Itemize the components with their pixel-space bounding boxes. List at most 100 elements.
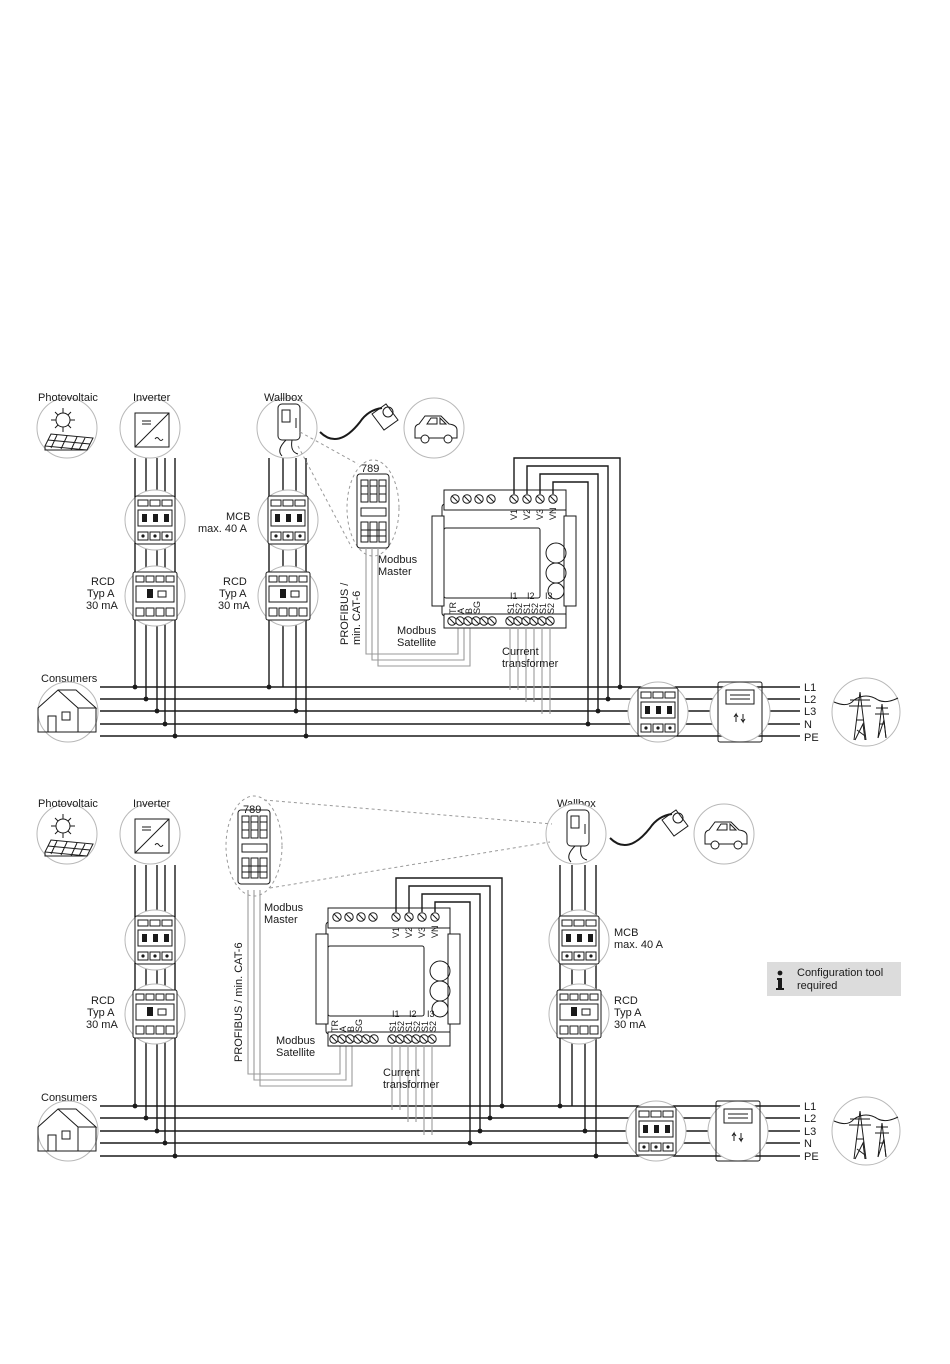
term-i3: I3 — [545, 591, 553, 601]
term-s1-a: S1 — [506, 603, 516, 614]
label-wallbox: Wallbox — [264, 392, 303, 404]
term2-v1: V1 — [391, 927, 401, 938]
term2-tr: TR — [330, 1020, 340, 1032]
label2-rcd-pv-2: Typ A — [87, 1007, 115, 1019]
meter-terminal-labels: V1 V2 V3 VN I1 I2 I3 S1 S2 S1 S2 S1 S2 T… — [448, 507, 558, 614]
charging-cable — [319, 407, 383, 441]
label2-rcd-wb-2: Typ A — [614, 1007, 642, 1019]
term2-s2-c: S2 — [428, 1021, 438, 1032]
bus-lines — [100, 686, 800, 737]
bus2-label-l1: L1 — [804, 1101, 816, 1113]
label2-rcd-pv-1: RCD — [91, 995, 115, 1007]
term-i2: I2 — [527, 591, 535, 601]
term-s2-b: S2 — [530, 603, 540, 614]
term-v3: V3 — [535, 509, 545, 520]
rcd-pv-icon — [132, 571, 178, 621]
bus2-label-pe: PE — [804, 1151, 819, 1163]
bus-lines-2 — [100, 1105, 800, 1157]
bus-line-labels: L1 L2 L3 N PE — [804, 682, 819, 744]
term2-s2-b: S2 — [412, 1021, 422, 1032]
modbus-cable-2 — [247, 890, 353, 1087]
label2-profibus: PROFIBUS / min. CAT-6 — [233, 942, 245, 1062]
rcd-wallbox-icon — [265, 571, 311, 621]
mcb-wallbox-icon-2 — [558, 915, 600, 965]
modbus-master-icon — [356, 473, 390, 549]
main-breaker-icon-2 — [635, 1106, 677, 1156]
label-rcd-pv-2: Typ A — [87, 588, 115, 600]
term2-s2-a: S2 — [396, 1021, 406, 1032]
energy-meter-module-2 — [315, 907, 461, 1047]
label-inverter: Inverter — [133, 392, 171, 404]
label-mcb-2: max. 40 A — [198, 523, 248, 535]
term-i1: I1 — [510, 591, 518, 601]
label2-rcd-pv-3: 30 mA — [86, 1019, 118, 1031]
label-photovoltaic-2: Photovoltaic — [38, 798, 98, 810]
label2-modbus-satellite-1: Modbus — [276, 1035, 316, 1047]
label-mcb-1: MCB — [226, 511, 250, 523]
modbus-cable — [365, 548, 471, 667]
term-sg: SG — [472, 601, 482, 614]
rcd-pv-icon-2 — [132, 989, 178, 1039]
term2-s1-a: S1 — [388, 1021, 398, 1032]
term2-i3: I3 — [427, 1009, 435, 1019]
meter-terminal-labels-2: V1 V2 V3 VN I1 I2 I3 S1 S2 S1 S2 S1 S2 T… — [330, 925, 440, 1032]
energy-meter-module — [431, 489, 577, 629]
grid-meter-circle — [709, 681, 771, 743]
term-tr: TR — [448, 602, 458, 614]
label-ct-1: Current — [502, 646, 539, 658]
info-box-line-1: Configuration tool — [797, 967, 883, 979]
charging-plug-icon-2 — [661, 809, 689, 837]
term-b: B — [464, 608, 474, 614]
label-modbus-satellite-2: Satellite — [397, 637, 436, 649]
grid-meter-circle-2 — [707, 1100, 769, 1162]
voltage-tap-wires-2 — [395, 877, 505, 1146]
rcd-wallbox-icon-2 — [556, 989, 602, 1039]
term-vn: VN — [548, 507, 558, 520]
charging-plug-icon — [371, 403, 399, 431]
term2-vn: VN — [430, 925, 440, 938]
label-rcd-pv-1: RCD — [91, 576, 115, 588]
term2-s1-b: S1 — [404, 1021, 414, 1032]
label-photovoltaic: Photovoltaic — [38, 392, 98, 404]
grid-circle-2 — [831, 1096, 901, 1166]
label2-mcb-1: MCB — [614, 927, 638, 939]
term2-s1-c: S1 — [420, 1021, 430, 1032]
label-rcd-wb-2: Typ A — [219, 588, 247, 600]
label2-rcd-wb-3: 30 mA — [614, 1019, 646, 1031]
modbus-master-zoom — [346, 459, 400, 557]
ct-wires-2 — [391, 1045, 433, 1135]
car-circle — [403, 397, 465, 459]
term2-v2: V2 — [404, 927, 414, 938]
diagram-2: L1 L2 L3 N PE — [36, 795, 901, 1166]
inverter-circle-2 — [119, 803, 181, 865]
label2-ct-1: Current — [383, 1067, 420, 1079]
term2-i1: I1 — [392, 1009, 400, 1019]
term-s2-c: S2 — [546, 603, 556, 614]
info-box: Configuration tool required — [767, 962, 901, 996]
bus-label-l3: L3 — [804, 706, 816, 718]
label-modbus-satellite-1: Modbus — [397, 625, 437, 637]
mcb-pv-icon — [134, 495, 176, 545]
wallbox-circle — [256, 397, 318, 459]
modbus-master-icon-2 — [237, 809, 271, 885]
mcb-pv-icon-2 — [134, 915, 176, 965]
label2-terminal-number: 789 — [243, 804, 261, 816]
label-inverter-2: Inverter — [133, 798, 171, 810]
bus-label-l1: L1 — [804, 682, 816, 694]
label-rcd-wb-3: 30 mA — [218, 600, 250, 612]
bus-label-l2: L2 — [804, 694, 816, 706]
info-box-line-2: required — [797, 980, 837, 992]
mcb-wallbox-icon — [267, 495, 309, 545]
inverter-circle — [119, 397, 181, 459]
label2-modbus-master-2: Master — [264, 914, 298, 926]
car-circle-2 — [693, 803, 755, 865]
label-rcd-wb-1: RCD — [223, 576, 247, 588]
label2-modbus-satellite-2: Satellite — [276, 1047, 315, 1059]
label-rcd-pv-3: 30 mA — [86, 600, 118, 612]
diagram-1: L1 L2 L3 N PE — [36, 392, 901, 747]
term2-v3: V3 — [417, 927, 427, 938]
label2-consumers: Consumers — [41, 1092, 98, 1104]
term2-b: B — [346, 1026, 356, 1032]
term-s2-a: S2 — [514, 603, 524, 614]
